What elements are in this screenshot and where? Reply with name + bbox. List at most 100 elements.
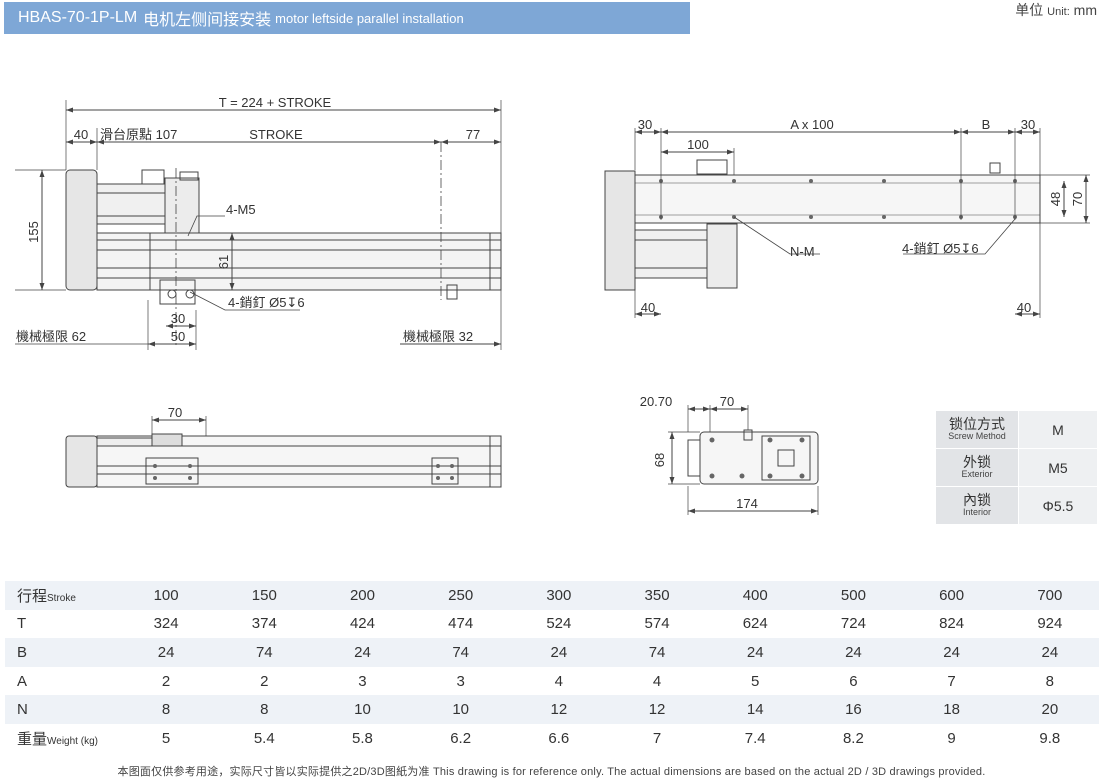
stroke-label: STROKE [249, 127, 303, 142]
lock-row: 锁位方式 Screw Method M [935, 410, 1098, 449]
table-cell: 500 [804, 581, 903, 610]
table-cell: 24 [804, 638, 903, 667]
table-cell: 350 [607, 581, 707, 610]
table-cell: 424 [313, 609, 412, 639]
carriage-width-label: 70 [168, 405, 182, 420]
lock-label: 內锁 Interior [935, 486, 1019, 525]
end-offset-label: 20.70 [640, 394, 673, 409]
dim-50-label: 50 [171, 329, 185, 344]
table-cell: 12 [607, 695, 707, 724]
height-label: 155 [26, 221, 41, 243]
first-pitch-label: 100 [687, 137, 709, 152]
lock-label-en: Exterior [961, 469, 993, 480]
table-cell: 374 [215, 609, 314, 639]
limit-right-label: 機械極限 32 [403, 329, 473, 344]
top-left-dim: 30 [638, 117, 652, 132]
bottom-left-dim: 40 [641, 300, 655, 315]
table-cell: 4 [509, 666, 608, 696]
title-en: motor leftside parallel installation [275, 10, 464, 26]
lock-row: 內锁 Interior Φ5.5 [935, 486, 1098, 525]
footer-disclaimer: 本图面仅供参考用途，实际尺寸皆以实际提供之2D/3D图紙为准 This draw… [117, 766, 986, 778]
total-length-label: T = 224 + STROKE [219, 95, 332, 110]
end-width-label: 70 [720, 394, 734, 409]
front-view [15, 100, 502, 350]
top-right-dim: 30 [1021, 117, 1035, 132]
tap-holes-label: 4-M5 [226, 202, 256, 217]
unit-label: 单位 Unit: mm [1015, 0, 1097, 20]
row-label: A [17, 672, 28, 690]
table-cell: 8 [215, 695, 314, 724]
top-pin-holes-label: 4-銷釘 Ø5↧6 [902, 241, 979, 256]
unit-cn: 单位 [1015, 2, 1044, 18]
table-cell: 8 [117, 695, 216, 724]
table-cell: 5.4 [215, 723, 314, 753]
table-cell: 74 [215, 638, 314, 667]
table-cell: 24 [902, 638, 1001, 667]
table-cell: 6.2 [411, 723, 510, 753]
table-cell: 16 [804, 695, 903, 724]
bottom-right-dim: 40 [1017, 300, 1031, 315]
table-cell: 74 [607, 638, 707, 667]
unit-value: mm [1073, 2, 1097, 18]
top-view-labels: 30 A x 100 B 30 100 48 70 N-M 4-銷釘 Ø5↧6 … [638, 117, 1085, 315]
table-cell: 724 [804, 609, 903, 639]
end-view-labels: 20.70 70 68 174 [640, 394, 758, 511]
table-cell: 600 [902, 581, 1001, 610]
table-cell: 9.8 [1000, 723, 1099, 753]
side-view [65, 416, 502, 488]
table-cell: 2 [215, 666, 314, 696]
table-cell: 7 [607, 723, 707, 753]
table-cell: 12 [509, 695, 608, 724]
table-cell: 150 [215, 581, 314, 610]
row-header: T [5, 609, 117, 639]
table-cell: 700 [1000, 581, 1099, 610]
limit-left-label: 機械極限 62 [16, 329, 86, 344]
left-offset-label: 40 [74, 127, 88, 142]
lock-row: 外锁 Exterior M5 [935, 448, 1098, 487]
lock-value: M5 [1018, 448, 1098, 487]
lock-label-en: Screw Method [948, 431, 1006, 442]
table-cell: 524 [509, 609, 608, 639]
table-cell: 18 [902, 695, 1001, 724]
row-header: A [5, 666, 117, 696]
table-cell: 200 [313, 581, 412, 610]
table-cell: 24 [313, 638, 412, 667]
table-cell: 20 [1000, 695, 1099, 724]
end-view [668, 405, 819, 515]
lock-label-cn: 內锁 [963, 492, 991, 509]
end-height-label: 68 [652, 453, 667, 467]
front-view-labels: T = 224 + STROKE 40 滑台原點 107 STROKE 77 1… [16, 95, 480, 344]
b-dim-label: B [982, 117, 991, 132]
table-cell: 9 [902, 723, 1001, 753]
table-cell: 824 [902, 609, 1001, 639]
side-view-labels: 70 [168, 405, 182, 420]
pin-holes-label: 4-銷釘 Ø5↧6 [228, 295, 305, 310]
row-label-en: Stroke [47, 592, 76, 604]
table-cell: 5 [117, 723, 216, 753]
table-cell: 8 [1000, 666, 1099, 696]
title-cn: 电机左侧间接安装 [143, 12, 272, 29]
row-label: 重量 [17, 730, 48, 748]
title-bar: HBAS-70-1P-LM 电机左侧间接安装 motor leftside pa… [4, 2, 690, 34]
table-cell: 400 [706, 581, 805, 610]
table-cell: 574 [607, 609, 707, 639]
table-cell: 24 [117, 638, 216, 667]
lock-label-cn: 锁位方式 [949, 416, 1005, 433]
table-cell: 14 [706, 695, 805, 724]
origin-label: 滑台原點 107 [100, 127, 177, 142]
row-header: 行程Stroke [5, 581, 117, 610]
table-cell: 5 [706, 666, 805, 696]
hole-width-label: 48 [1048, 192, 1063, 206]
table-cell: 4 [607, 666, 707, 696]
row-label: 行程 [17, 587, 48, 605]
table-cell: 6.6 [509, 723, 608, 753]
end-total-width-label: 174 [736, 496, 758, 511]
table-cell: 74 [411, 638, 510, 667]
